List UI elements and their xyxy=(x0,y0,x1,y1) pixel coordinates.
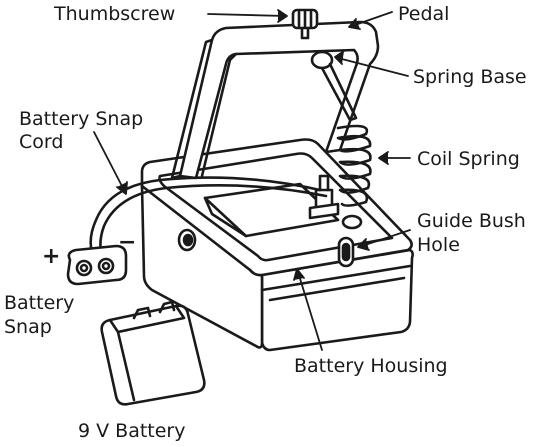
snap-minus-sign: − xyxy=(118,232,136,254)
leader-battery-cord xyxy=(94,132,124,190)
label-battery-snap-line1: Battery xyxy=(4,292,74,314)
leader-thumbscrew-head xyxy=(278,10,287,22)
label-nine-volt-battery: 9 V Battery xyxy=(78,420,186,442)
leader-pedal xyxy=(352,12,392,26)
label-battery-snap-cord-line1: Battery Snap xyxy=(19,108,143,130)
label-coil-spring: Coil Spring xyxy=(417,148,520,170)
spring-base xyxy=(312,52,332,68)
guide-bush-post xyxy=(343,216,361,228)
snap-stud-right xyxy=(99,259,113,273)
label-battery-snap-line2: Snap xyxy=(4,316,52,338)
leader-coil-spring-head xyxy=(379,152,388,164)
nine-volt-battery xyxy=(102,306,205,405)
label-guide-bush-line1: Guide Bush xyxy=(417,210,526,232)
leader-spring-base-head xyxy=(335,51,344,64)
label-thumbscrew: Thumbscrew xyxy=(54,3,175,25)
snap-stud-left xyxy=(77,261,91,275)
label-battery-snap-cord-line2: Cord xyxy=(19,131,63,153)
snap-plus-sign: + xyxy=(42,246,60,268)
label-spring-base: Spring Base xyxy=(413,66,527,88)
leader-thumbscrew xyxy=(208,14,286,16)
label-guide-bush-line2: Hole xyxy=(417,234,460,256)
snap-terminal-base xyxy=(310,204,338,218)
input-jack-inner xyxy=(184,235,192,245)
guide-bush-hole-inner xyxy=(343,244,349,260)
label-battery-housing: Battery Housing xyxy=(294,355,448,377)
label-pedal: Pedal xyxy=(398,3,449,25)
